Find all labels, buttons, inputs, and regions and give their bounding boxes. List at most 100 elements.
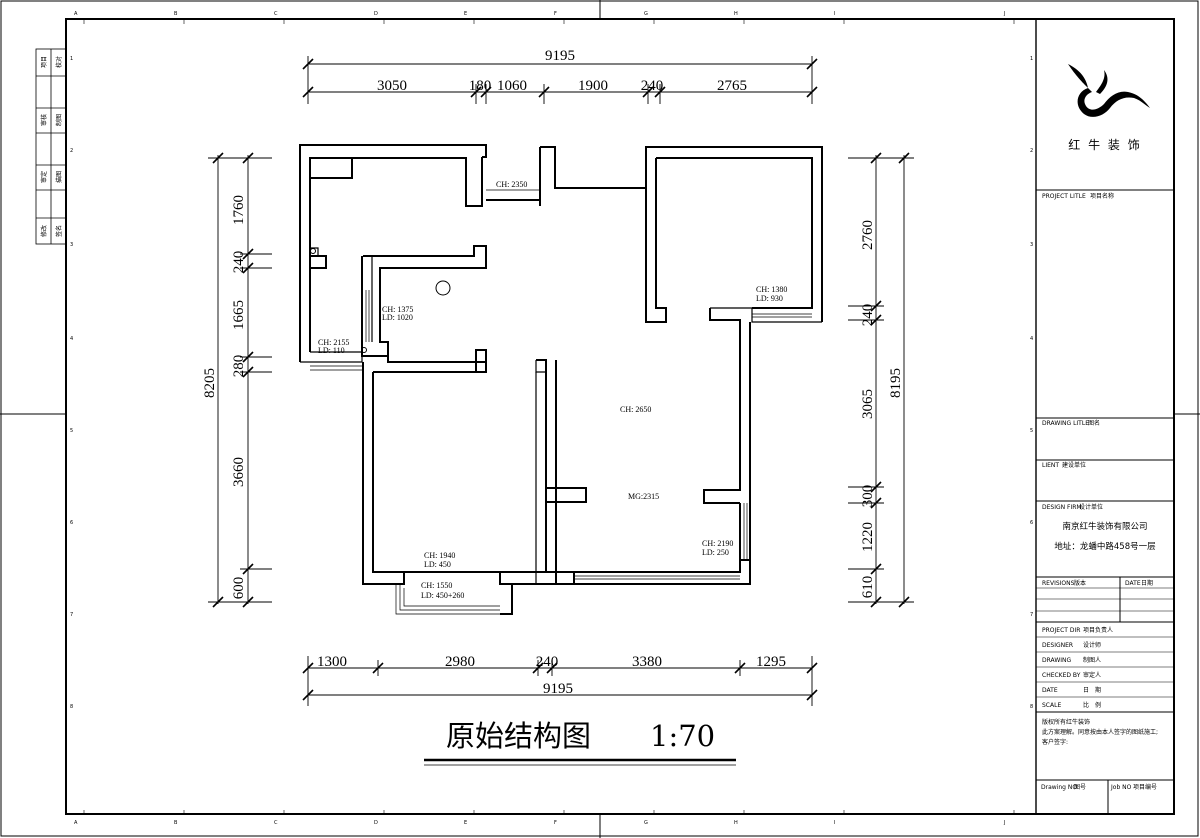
dim-top-1: 3050 <box>377 78 407 94</box>
room-label-ld: LD: 1020 <box>382 313 413 322</box>
dimension-lines <box>208 56 914 706</box>
left-strip-label: 描图 <box>55 171 63 183</box>
grid-letter-top: D <box>374 11 378 17</box>
room-label-ld: LD: 250 <box>702 548 729 557</box>
dim-top-5: 240 <box>641 78 664 94</box>
grid-letter-bottom: F <box>554 820 557 826</box>
dim-bottom-total: 9195 <box>543 681 573 697</box>
grid-number-right: 4 <box>1030 336 1033 342</box>
left-strip-label: 审定 <box>40 171 48 183</box>
grid-number-left: 6 <box>70 520 73 526</box>
grid-number-right: 7 <box>1030 612 1033 618</box>
drawing-title-text: 原始结构图 <box>446 719 591 753</box>
dim-bottom-1: 1300 <box>317 654 347 670</box>
dim-right-4: 300 <box>860 485 876 508</box>
room-label-ch: CH: 1940 <box>424 551 455 560</box>
room-label-ch: CH: 2190 <box>702 539 733 548</box>
grid-letter-top: I <box>834 11 835 17</box>
dim-left-4: 280 <box>231 355 247 378</box>
tb-firm-name: 南京红牛装饰有限公司 <box>1062 521 1147 532</box>
left-strip-label: 签名 <box>55 225 63 237</box>
room-label-ch: CH: 1375 <box>382 305 413 314</box>
tb-project-title-cn: 项目名称 <box>1090 192 1114 200</box>
pipe-icon <box>361 347 367 353</box>
pipe-icon <box>310 248 316 254</box>
tb-job-no-cn: 项目编号 <box>1133 783 1157 791</box>
grid-number-left: 1 <box>70 56 73 62</box>
left-strip-label: 制图 <box>55 114 63 126</box>
tb-design-firm: DESIGN FIRM <box>1042 504 1082 511</box>
grid-number-right: 8 <box>1030 704 1033 710</box>
dim-top-3: 1060 <box>497 78 527 94</box>
grid-letter-top: G <box>644 11 648 17</box>
grid-letter-bottom: B <box>174 820 178 826</box>
tb-date-header: DATE <box>1125 580 1141 587</box>
tb-date-header-cn: 日期 <box>1141 579 1153 587</box>
room-label-ch: CH: 2350 <box>496 180 527 189</box>
drawing-title: 原始结构图 1:70 <box>424 719 736 766</box>
dim-right-1: 2760 <box>860 220 876 250</box>
dim-right-5: 1220 <box>860 522 876 552</box>
dim-bottom-4: 3380 <box>632 654 662 670</box>
dim-bottom-3: 240 <box>536 654 559 670</box>
dim-top-total: 9195 <box>545 48 575 64</box>
dim-right-6: 610 <box>860 576 876 599</box>
tb-address: 地址：龙蟠中路458号一层 <box>1054 541 1155 552</box>
grid-number-left: 8 <box>70 704 73 710</box>
grid-letter-top: A <box>74 11 78 17</box>
dim-left-2: 240 <box>231 251 247 274</box>
company-logo-icon <box>1068 64 1150 117</box>
window-lines <box>310 189 812 615</box>
tb-notice-2: 此方案理解。同意按由本人签字的图纸施工; <box>1042 728 1158 736</box>
dim-right-3: 3065 <box>860 389 876 419</box>
room-label-ld: LD: 930 <box>756 294 783 303</box>
grid-number-left: 3 <box>70 242 73 248</box>
room-label-ld: LD: 110 <box>318 346 345 355</box>
grid-letter-bottom: C <box>274 820 278 826</box>
room-label-ch: CH: 2650 <box>620 405 651 414</box>
tb-row-cn: 日 期 <box>1083 686 1101 694</box>
tb-row-en: DATE <box>1042 687 1058 694</box>
room-label-ld: LD: 450 <box>424 560 451 569</box>
tb-row-en: SCALE <box>1042 702 1061 709</box>
left-strip <box>35 48 67 245</box>
company-name: 红 牛 装 饰 <box>1068 137 1141 152</box>
tb-row-cn: 项目负责人 <box>1083 626 1113 634</box>
grid-number-left: 7 <box>70 612 73 618</box>
dim-bottom-5: 1295 <box>756 654 786 670</box>
grid-letter-top: E <box>464 11 467 17</box>
tb-drawing-no-cn: 图号 <box>1074 784 1086 791</box>
grid-number-right: 6 <box>1030 520 1033 526</box>
tb-drawing-title: DRAWING LITLE <box>1042 420 1089 427</box>
dim-right-total: 8195 <box>888 368 904 398</box>
grid-number-right: 1 <box>1030 56 1033 62</box>
tb-client-cn: 建设单位 <box>1062 461 1086 469</box>
dim-left-3: 1665 <box>231 300 247 330</box>
dimension-texts: 9195 3050 180 1060 1900 240 2765 1300 29… <box>202 48 904 697</box>
tb-row-en: CHECKED BY <box>1042 672 1081 679</box>
grid-letter-top: F <box>554 11 557 17</box>
tb-revisions: REVISIONS <box>1042 580 1075 587</box>
grid-number-right: 2 <box>1030 148 1033 154</box>
room-labels: CH: 2350 CH: 1380 LD: 930 CH: 1375 LD: 1… <box>318 180 787 600</box>
tb-row-cn: 比 例 <box>1083 701 1101 709</box>
tb-client: LIENT <box>1042 462 1059 469</box>
dim-top-2: 180 <box>469 78 492 94</box>
grid-letter-bottom: E <box>464 820 467 826</box>
room-label-ch: CH: 1380 <box>756 285 787 294</box>
grid-letter-top: J <box>1003 11 1005 17</box>
tb-drawing-no: Drawing NO <box>1041 784 1077 791</box>
tb-design-firm-cn: 设计单位 <box>1079 503 1103 511</box>
room-label-ch: CH: 2155 <box>318 338 349 347</box>
walls <box>299 144 823 615</box>
left-strip-label: 项目 <box>41 56 48 68</box>
grid-letter-bottom: D <box>374 820 378 826</box>
dim-top-6: 2765 <box>717 78 747 94</box>
left-strip-label: 修改 <box>40 225 48 237</box>
dim-right-2: 240 <box>860 304 876 327</box>
dim-left-1: 1760 <box>231 195 247 225</box>
tb-drawing-title-cn: 图名 <box>1088 419 1100 427</box>
